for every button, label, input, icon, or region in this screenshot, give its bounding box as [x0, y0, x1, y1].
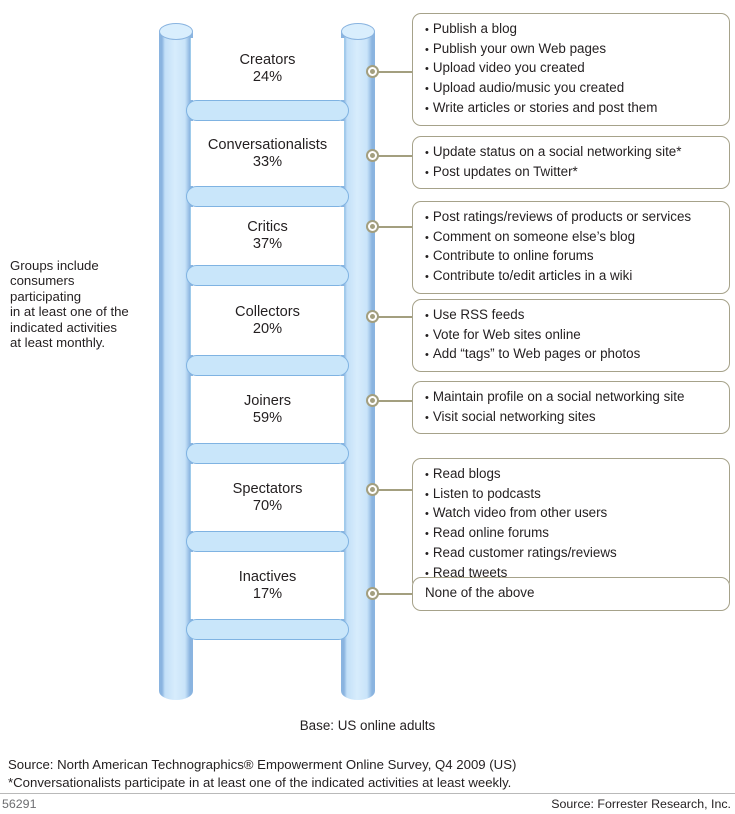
connector-line	[378, 155, 412, 157]
ladder-rung	[186, 443, 349, 464]
ladder-step-name: Conversationalists	[207, 136, 328, 153]
callout-item: Contribute to online forums	[425, 247, 721, 267]
callout-item: Post updates on Twitter*	[425, 163, 721, 183]
source-note: Source: North American Technographics® E…	[8, 756, 728, 791]
callout-item: Update status on a social networking sit…	[425, 143, 721, 163]
callout-item: Watch video from other users	[425, 504, 721, 524]
callout-item: Publish your own Web pages	[425, 40, 721, 60]
ladder-step-percent: 33%	[252, 153, 283, 170]
callout-item: Write articles or stories and post them	[425, 99, 721, 119]
connector-dot	[366, 65, 379, 78]
ladder-step-name: Creators	[239, 52, 296, 68]
ladder-rung	[186, 100, 349, 121]
callout-item: Post ratings/reviews of products or serv…	[425, 208, 721, 228]
callout-item: Comment on someone else’s blog	[425, 228, 721, 248]
connector-line	[378, 489, 412, 491]
connector-dot	[366, 587, 379, 600]
ladder-rung	[186, 186, 349, 207]
ladder-rail-right-top-cap	[341, 23, 375, 40]
source-line-2: *Conversationalists participate in at le…	[8, 774, 512, 790]
callout-item: Use RSS feeds	[425, 306, 721, 326]
connector-dot	[366, 149, 379, 162]
ladder-step-percent: 24%	[252, 69, 283, 85]
callout-item: Listen to podcasts	[425, 485, 721, 505]
callout-creators: Publish a blogPublish your own Web pages…	[412, 13, 730, 126]
ladder-step-name: Critics	[247, 219, 288, 235]
callout-item: Add “tags” to Web pages or photos	[425, 345, 721, 365]
document-number: 56291	[2, 797, 37, 811]
connector-dot	[366, 483, 379, 496]
ladder-step-percent: 37%	[252, 236, 283, 252]
ladder-step-percent: 20%	[252, 320, 283, 337]
callout-item: Read online forums	[425, 524, 721, 544]
base-label: Base: US online adults	[299, 718, 436, 733]
callout-item: Vote for Web sites online	[425, 326, 721, 346]
callout-item: Read tweets	[425, 564, 721, 584]
callout-item: Read blogs	[425, 465, 721, 485]
ladder-rung	[186, 355, 349, 376]
callout-item: Maintain profile on a social networking …	[425, 388, 721, 408]
ladder-step-name: Spectators	[232, 480, 303, 497]
side-note: Groups include consumers participating i…	[10, 258, 129, 351]
callout-item: Upload audio/music you created	[425, 79, 721, 99]
connector-line	[378, 400, 412, 402]
callout-item: Visit social networking sites	[425, 408, 721, 428]
footer-credit: Source: Forrester Research, Inc.	[551, 797, 731, 811]
connector-dot	[366, 220, 379, 233]
footer-divider	[0, 793, 735, 794]
ladder-rung	[186, 619, 349, 640]
connector-line	[378, 71, 412, 73]
callout-item: None of the above	[425, 585, 535, 600]
ladder-rail-left-top-cap	[159, 23, 193, 40]
source-line-1: Source: North American Technographics® E…	[8, 757, 517, 772]
connector-line	[378, 593, 412, 595]
callout-item: Upload video you created	[425, 59, 721, 79]
callout-item: Contribute to/edit articles in a wiki	[425, 267, 721, 287]
callout-joiners: Maintain profile on a social networking …	[412, 381, 730, 435]
callout-collectors: Use RSS feedsVote for Web sites onlineAd…	[412, 299, 730, 373]
ladder-rung	[186, 265, 349, 286]
connector-line	[378, 226, 412, 228]
ladder-step-percent: 70%	[252, 497, 283, 514]
ladder-step-percent: 17%	[252, 585, 283, 602]
connector-dot	[366, 310, 379, 323]
callout-conversationalists: Update status on a social networking sit…	[412, 136, 730, 190]
callout-inactives: None of the above	[412, 577, 730, 611]
connector-line	[378, 316, 412, 318]
callout-critics: Post ratings/reviews of products or serv…	[412, 201, 730, 294]
callout-item: Publish a blog	[425, 20, 721, 40]
ladder-step-percent: 59%	[252, 409, 283, 426]
ladder-step-name: Joiners	[243, 392, 292, 409]
connector-dot	[366, 394, 379, 407]
ladder-rung	[186, 531, 349, 552]
ladder-step-name: Collectors	[235, 303, 300, 320]
ladder-rail-left	[159, 23, 193, 700]
callout-item: Read customer ratings/reviews	[425, 544, 721, 564]
ladder-step-name: Inactives	[238, 568, 297, 585]
callout-spectators: Read blogsListen to podcastsWatch video …	[412, 458, 730, 591]
